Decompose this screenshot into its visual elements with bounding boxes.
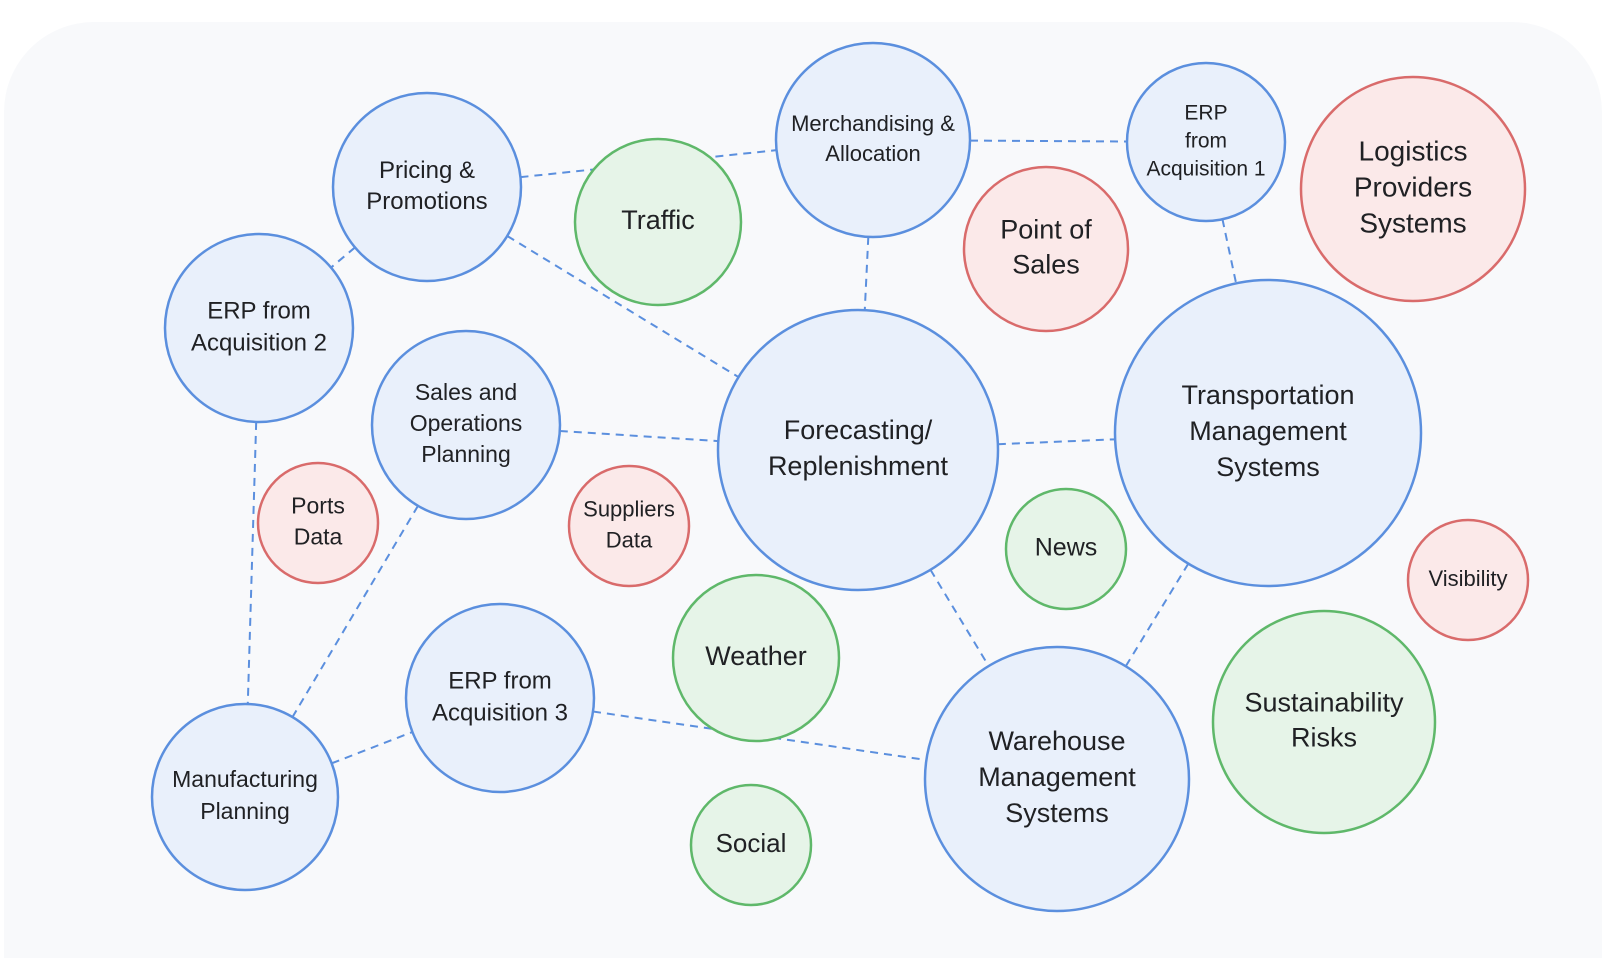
- connector-erp2-mfg: [246, 421, 258, 705]
- node-circle-news: [1004, 487, 1128, 611]
- node-news: News: [1004, 487, 1128, 611]
- node-circle-erp1: [1125, 61, 1287, 223]
- node-label-suppliers: Suppliers: [583, 496, 675, 521]
- node-label-sustain: Sustainability: [1244, 688, 1404, 718]
- node-circle-social: [689, 783, 813, 907]
- node-label-sop: Operations: [410, 410, 523, 436]
- node-label-ports: Data: [294, 524, 343, 550]
- node-circle-pricing: [331, 91, 523, 283]
- connector-pricing-forecast: [506, 235, 740, 378]
- node-circle-visibility: [1406, 518, 1530, 642]
- node-label-mfg: Manufacturing: [172, 766, 318, 792]
- node-label-logistics: Systems: [1359, 207, 1466, 238]
- node-label-tms: Transportation: [1181, 380, 1354, 410]
- node-circle-ports: [256, 461, 380, 585]
- node-label-tms: Management: [1189, 416, 1347, 446]
- node-label-wms: Systems: [1005, 798, 1109, 828]
- node-label-pricing: Pricing &: [379, 157, 475, 184]
- connector-forecast-wms: [929, 569, 990, 667]
- node-label-erp2: ERP from: [207, 297, 311, 324]
- connector-sop-forecast: [559, 429, 719, 443]
- node-circle-pos: [962, 165, 1130, 333]
- node-visibility: Visibility: [1406, 518, 1530, 642]
- node-label-forecast: Forecasting/: [784, 415, 933, 445]
- node-pos: Point of Sales: [962, 165, 1130, 333]
- node-label-suppliers: Data: [606, 527, 653, 552]
- node-label-tms: Systems: [1216, 452, 1320, 482]
- node-circle-sop: [370, 329, 562, 521]
- connector-erp1-tms: [1221, 219, 1238, 284]
- node-social: Social: [689, 783, 813, 907]
- node-circle-tms: [1113, 278, 1423, 588]
- node-circle-sustain: [1211, 609, 1437, 835]
- node-label-wms: Warehouse: [988, 726, 1125, 756]
- node-label-social: Social: [716, 828, 787, 858]
- node-label-ports: Ports: [291, 493, 345, 519]
- connector-tms-wms: [1124, 563, 1190, 667]
- node-label-traffic: Traffic: [621, 205, 695, 235]
- node-label-visibility: Visibility: [1428, 566, 1507, 591]
- node-weather: Weather: [671, 573, 841, 743]
- node-label-erp1: Acquisition 1: [1146, 158, 1265, 181]
- node-label-logistics: Providers: [1354, 171, 1472, 202]
- node-circle-weather: [671, 573, 841, 743]
- node-label-news: News: [1035, 534, 1098, 562]
- systems: Pricing & Promotions Merchandising & Alloca…: [150, 41, 1530, 913]
- node-label-erp2: Acquisition 2: [191, 329, 327, 356]
- node-label-mfg: Planning: [200, 798, 290, 824]
- node-label-sop: Sales and: [415, 379, 517, 405]
- node-label-weather: Weather: [705, 641, 807, 671]
- node-circle-mfg: [150, 702, 340, 892]
- node-label-sustain: Risks: [1291, 723, 1357, 753]
- node-label-erp3: Acquisition 3: [432, 699, 568, 726]
- connector-merch-forecast: [863, 236, 870, 311]
- node-label-erp1: ERP: [1184, 102, 1227, 125]
- node-label-sop: Planning: [421, 441, 511, 467]
- node-label-merch: Allocation: [825, 141, 920, 166]
- node-circle-logistics: [1299, 75, 1527, 303]
- node-label-logistics: Logistics: [1359, 135, 1468, 166]
- node-forecast: Forecasting/Replenishment: [716, 308, 1000, 592]
- node-label-erp3: ERP from: [448, 667, 552, 694]
- node-circle-suppliers: [567, 464, 691, 588]
- node-label-wms: Management: [978, 762, 1136, 792]
- node-label-merch: Merchandising &: [791, 111, 955, 136]
- node-label-pricing: Promotions: [366, 188, 487, 215]
- connector-forecast-tms: [997, 438, 1116, 446]
- node-circle-erp2: [163, 232, 355, 424]
- connector-pricing-erp2: [330, 246, 356, 269]
- node-label-pos: Point of: [1000, 215, 1092, 245]
- node-circle-wms: [923, 645, 1191, 913]
- node-circle-forecast: [716, 308, 1000, 592]
- node-circle-erp3: [404, 602, 596, 794]
- node-pricing: Pricing & Promotions: [331, 91, 523, 283]
- node-label-forecast: Replenishment: [768, 451, 949, 481]
- connector-mfg-erp3: [331, 731, 413, 765]
- node-label-pos: Sales: [1012, 250, 1080, 280]
- node-label-erp1: from: [1185, 130, 1227, 153]
- connector-merch-erp1: [969, 139, 1128, 143]
- node-circle-merch: [774, 41, 972, 239]
- node-merch: Merchandising & Allocation: [774, 41, 972, 239]
- node-traffic: Traffic: [573, 137, 743, 307]
- node-circle-traffic: [573, 137, 743, 307]
